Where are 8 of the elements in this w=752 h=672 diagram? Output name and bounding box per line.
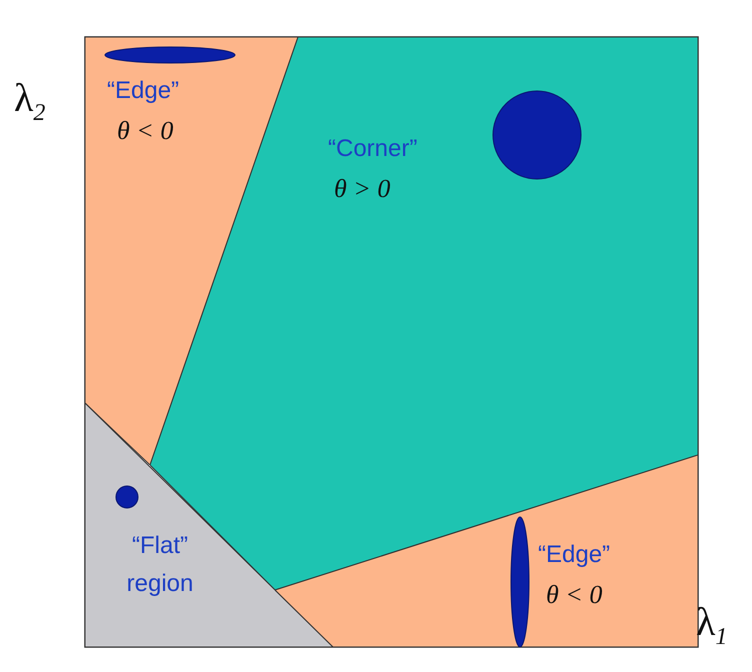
- condition-label: θ < 0: [546, 579, 602, 610]
- axis-label: λ$_{2}$: [14, 74, 46, 127]
- region-label: “Flat” region: [126, 531, 194, 600]
- region-label: “Edge”: [538, 541, 610, 570]
- region-label: “Edge”: [107, 77, 180, 106]
- region-label: “Corner”: [328, 135, 418, 164]
- condition-label: θ > 0: [334, 173, 390, 204]
- condition-label: θ < 0: [117, 115, 174, 146]
